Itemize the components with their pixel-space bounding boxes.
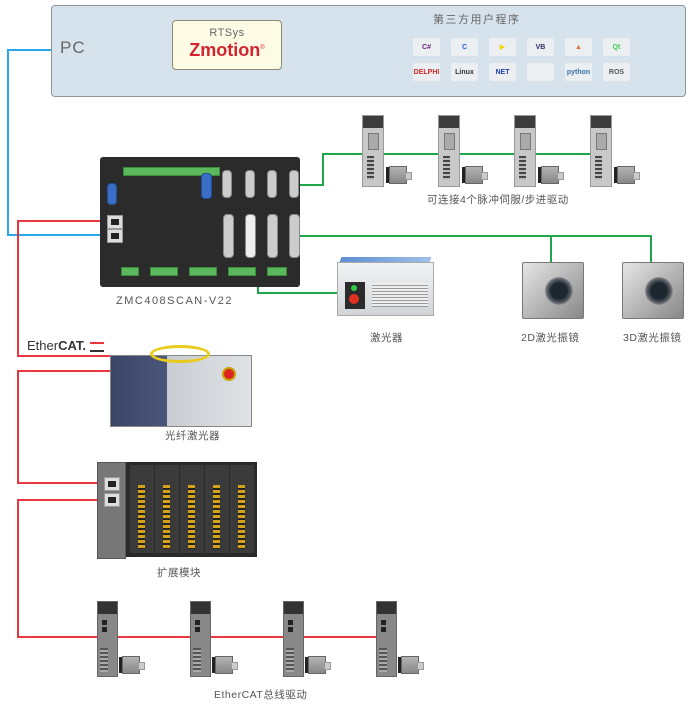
delphi-label: DELPHI: [413, 68, 440, 76]
delphi-icon[interactable]: DELPHI: [413, 63, 440, 81]
motor-1: [386, 166, 412, 184]
laser-control-panel: [345, 282, 365, 309]
fiber-laser: [110, 345, 252, 427]
fiber-coil: [150, 345, 210, 363]
pulse-drive-1: [362, 115, 384, 187]
power-indicator: [351, 285, 357, 291]
axis-port-0: [222, 170, 232, 198]
python-icon[interactable]: python: [565, 63, 592, 81]
laser-vents: [372, 283, 428, 307]
scan-port-1: [289, 214, 300, 258]
io-terminal-4: [228, 267, 256, 276]
vb-icon[interactable]: VB: [527, 38, 554, 56]
io-slot-4: [205, 465, 229, 553]
ethercat-drive-1: [97, 601, 118, 677]
galvo-cable: [270, 235, 652, 262]
zmotion-logo: Zmotion®: [173, 40, 281, 61]
io-slot-3: [180, 465, 204, 553]
ros-label: ROS: [608, 68, 625, 76]
io-slot-1: [130, 465, 154, 553]
feed-port: [223, 214, 234, 258]
ethercat-drives-label: EtherCAT总线驱动: [214, 689, 308, 701]
io-slot-2: [155, 465, 179, 553]
expansion-label: 扩展模块: [157, 567, 201, 579]
pulse-drives-label: 可连接4个脉冲伺服/步进驱动: [427, 194, 569, 206]
ethercat-motor-1: [119, 656, 145, 674]
ethercat-logo: EtherCAT.: [27, 338, 104, 353]
ethercat-drive-3: [283, 601, 304, 677]
csharp-icon[interactable]: C#: [413, 38, 440, 56]
labview-label: ▶: [499, 44, 506, 51]
dotnet-label: NET: [495, 68, 510, 76]
third-party-title: 第三方用户程序: [433, 14, 521, 26]
pc-title: PC: [60, 38, 86, 57]
ethercat-logo-suffix: CAT.: [58, 338, 87, 353]
matlab-label: ▲: [575, 43, 582, 51]
axis-port-3: [289, 170, 299, 198]
ros-icon[interactable]: ROS: [603, 63, 630, 81]
axis-port-2: [267, 170, 277, 198]
io-terminal-1: [121, 267, 139, 276]
rtsys-software-card[interactable]: RTSys Zmotion®: [172, 20, 282, 70]
qt-icon[interactable]: Qt: [603, 38, 630, 56]
terminal-block: [123, 167, 220, 176]
ethercat-motor-2: [212, 656, 238, 674]
ethercat-logo-prefix: Ether: [27, 338, 59, 353]
expansion-port-out[interactable]: [104, 493, 120, 507]
python-label: python: [566, 68, 591, 76]
pulse-drive-4: [590, 115, 612, 187]
galvo-2d: [522, 262, 584, 319]
io-terminal-3: [189, 267, 217, 276]
registered-mark: ®: [260, 45, 265, 51]
linux-label: Linux: [455, 68, 474, 76]
arrows-icon: [89, 341, 104, 352]
fiber-laser-body: [110, 355, 252, 427]
ethercat-cable-controller-fiber: [17, 220, 112, 357]
cpp-label: C: [461, 43, 468, 51]
ethercat-motor-3: [305, 656, 331, 674]
controller-model-label: ZMC408SCAN-V22: [116, 295, 233, 307]
expansion-port-in[interactable]: [104, 477, 120, 491]
csharp-label: C#: [422, 43, 431, 51]
galvo-3d-label: 3D激光振镜: [623, 332, 682, 344]
linux-icon[interactable]: Linux: [451, 63, 478, 81]
laser-port: [245, 214, 256, 258]
vb-label: VB: [535, 43, 546, 51]
zmotion-logo-text: Zmotion: [189, 40, 261, 60]
expansion-head: [97, 462, 126, 559]
labview-icon[interactable]: ▶: [489, 38, 516, 56]
pulse-drive-2: [438, 115, 460, 187]
scan-port-0: [267, 214, 278, 258]
matlab-icon[interactable]: ▲: [565, 38, 592, 56]
galvo-3d: [622, 262, 684, 319]
ethercat-drive-4: [376, 601, 397, 677]
motor-2: [462, 166, 488, 184]
cpp-icon[interactable]: C: [451, 38, 478, 56]
galvo-2d-label: 2D激光振镜: [521, 332, 580, 344]
dotnet-icon[interactable]: NET: [489, 63, 516, 81]
ethercat-drive-2: [190, 601, 211, 677]
axis-port-1: [245, 170, 255, 198]
io-slot-5: [230, 465, 254, 553]
rtsys-label: RTSys: [209, 27, 245, 39]
fiber-emergency-button: [222, 367, 236, 381]
motion-controller: [100, 157, 300, 287]
io-terminal-5: [267, 267, 287, 276]
ethercat-motor-4: [398, 656, 424, 674]
mpg-port: [201, 173, 212, 199]
laser-label: 激光器: [370, 332, 403, 344]
motor-4: [614, 166, 640, 184]
ethernet-port[interactable]: [107, 229, 123, 243]
ethercat-port[interactable]: [107, 215, 123, 229]
motor-3: [538, 166, 564, 184]
io-terminal-2: [150, 267, 178, 276]
emergency-stop: [349, 294, 359, 304]
fiber-laser-label: 光纤激光器: [165, 430, 220, 442]
rs232-port: [107, 183, 117, 205]
pulse-drive-3: [514, 115, 536, 187]
apple-icon[interactable]: [527, 63, 554, 81]
qt-label: Qt: [612, 43, 621, 51]
